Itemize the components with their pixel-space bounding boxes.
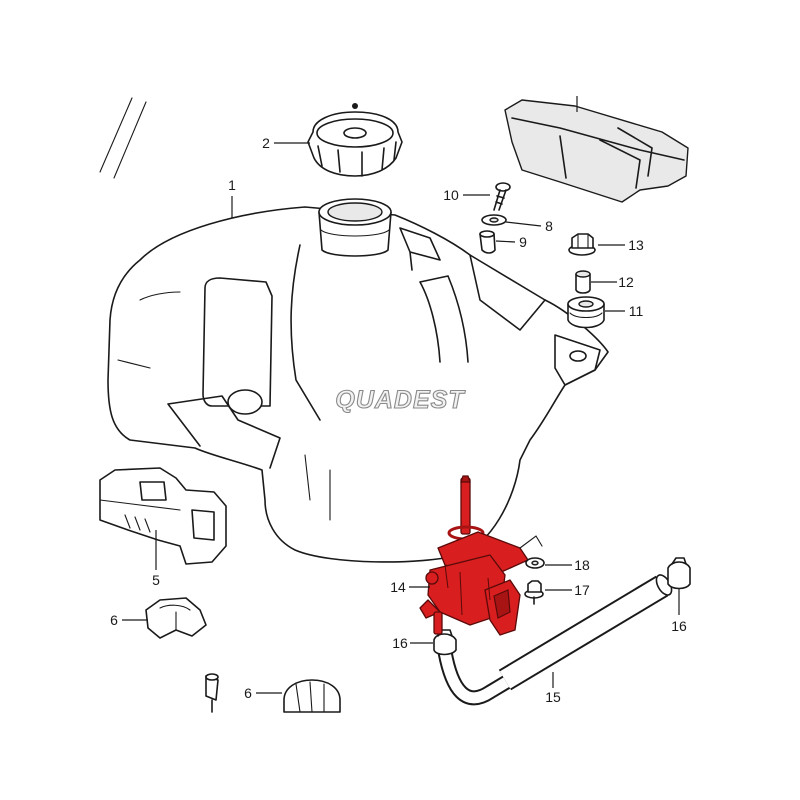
callout-9: 9	[519, 234, 527, 250]
bracket-ridge	[99, 499, 181, 533]
callout-16-left: 16	[392, 635, 408, 651]
bracket-slot-lower	[191, 509, 215, 541]
fuel-cock-body	[427, 554, 506, 626]
bracket-body	[99, 467, 227, 565]
callout-18: 18	[574, 557, 590, 573]
bracket-part	[99, 467, 227, 565]
callout-17: 17	[574, 582, 590, 598]
screw-head	[495, 182, 511, 192]
side-cover-body	[504, 99, 689, 203]
small-fitting-part	[205, 673, 219, 713]
callout-6-lower: 6	[244, 685, 252, 701]
fuel-hose-part	[437, 574, 673, 706]
fuel-tank-bump	[227, 389, 263, 415]
clip-part-lower	[283, 679, 341, 713]
callout-10: 10	[443, 187, 459, 203]
bracket-slot-upper	[139, 481, 167, 501]
fuel-cock-part	[419, 475, 543, 636]
fuel-tank-mount-hole	[569, 350, 587, 362]
callout-15: 15	[545, 689, 561, 705]
fuel-cock-bracket-line	[519, 535, 543, 549]
washer-hole	[489, 217, 499, 223]
fuel-tank-mount-tab	[554, 334, 601, 386]
hose-clamp-left	[433, 629, 457, 656]
collar-body	[575, 273, 591, 294]
collar-part	[575, 270, 591, 294]
fuel-tank-lower-contour	[304, 454, 331, 521]
flange-bolt-facets	[577, 233, 589, 249]
small-fitting-top	[205, 673, 219, 681]
callout-5: 5	[152, 572, 160, 588]
callout-1: 1	[228, 177, 236, 193]
clip-rings-lower	[295, 681, 325, 713]
filler-neck-ring	[320, 229, 390, 237]
leader-8	[505, 221, 542, 227]
frame-line-1	[99, 97, 133, 173]
fuel-cock-side-boss	[425, 571, 439, 585]
fuel-cap-lobes	[317, 141, 397, 177]
clip-body-lower	[283, 679, 341, 713]
callout-14: 14	[390, 579, 406, 595]
hose-clamp-right-ring	[667, 561, 691, 590]
rubber-grommet-hole	[578, 300, 594, 308]
fuel-tank-saddle	[167, 395, 281, 469]
side-cover-part	[504, 96, 689, 203]
hose-clamp-right-tab	[671, 557, 687, 565]
fuel-hose-sleeve-inner	[499, 577, 668, 689]
fuel-tank-left-contour	[117, 291, 181, 369]
bushing-body	[479, 233, 496, 254]
washer-small-hole	[531, 560, 539, 566]
callout-16-right: 16	[671, 618, 687, 634]
callout-13: 13	[628, 237, 644, 253]
filler-neck-opening	[327, 202, 383, 222]
watermark-logo: QUADEST	[335, 386, 466, 414]
frame-line-2	[113, 101, 147, 179]
callout-6-upper: 6	[110, 612, 118, 628]
side-cover-edge	[511, 117, 685, 161]
fuel-cap-knob	[343, 127, 367, 139]
bushing-top	[479, 230, 495, 238]
rubber-grommet-groove	[569, 312, 603, 319]
fuel-cock-pickup-tip	[460, 475, 471, 483]
callout-labels: 2 1 10 8 9 13 12 11 5 6 14 18 17 16 16 1…	[110, 135, 687, 705]
flange-bolt-part	[568, 233, 596, 256]
bolt-small-part	[524, 580, 544, 605]
clip-curve-upper	[159, 604, 191, 631]
fuel-hose-inner	[439, 644, 566, 704]
bushing-part	[479, 230, 496, 254]
fuel-tank	[107, 198, 609, 563]
leader-lines	[122, 142, 680, 694]
rubber-grommet-part	[567, 296, 605, 329]
callout-2: 2	[262, 135, 270, 151]
hose-clamp-right	[667, 557, 691, 590]
flange-bolt-head	[571, 233, 594, 249]
side-cover-rib	[559, 127, 653, 189]
fuel-tank-ridge	[290, 244, 546, 421]
callout-12: 12	[618, 274, 634, 290]
fuel-cap	[307, 103, 403, 177]
leader-9	[495, 240, 516, 243]
callout-11: 11	[629, 303, 644, 319]
collar-top	[575, 270, 591, 278]
clip-part-upper	[145, 597, 207, 639]
fuel-cock-outlet-tube	[433, 611, 443, 635]
fuel-tank-fins	[419, 275, 469, 363]
bolt-small-head	[527, 580, 542, 593]
screw-part	[493, 182, 511, 211]
callout-8: 8	[545, 218, 553, 234]
fuel-cap-vent	[352, 103, 358, 109]
fuel-cock-detail-lines	[444, 564, 491, 616]
screw-shaft	[493, 189, 507, 211]
fuel-tank-top-pad	[399, 227, 441, 271]
fuel-cock-lever-face	[493, 589, 511, 619]
hose-clamp-left-ring	[433, 633, 457, 656]
